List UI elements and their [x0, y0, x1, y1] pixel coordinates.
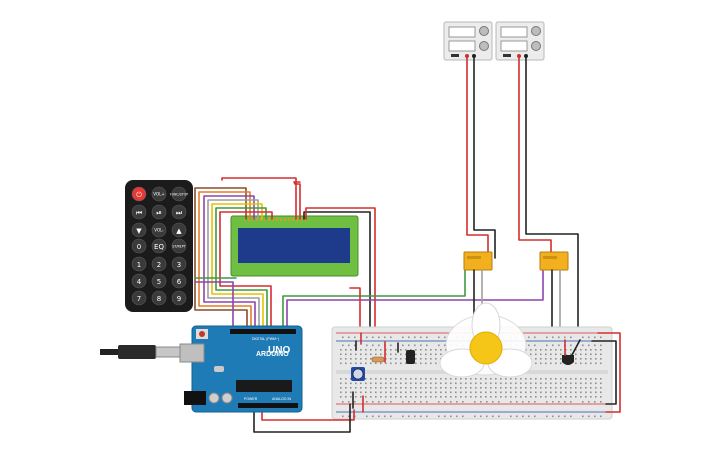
remote-button-prev[interactable]: ⏮ [131, 204, 147, 220]
ir-wires [194, 277, 237, 329]
relay-right[interactable] [539, 251, 569, 271]
remote-button-down[interactable]: ▼ [131, 222, 147, 238]
remote-button-power[interactable]: ⏻ [131, 186, 147, 202]
remote-button-label: ⏮ [136, 209, 142, 217]
ir-receiver[interactable] [406, 350, 415, 364]
lcd-pin[interactable] [276, 218, 278, 221]
transistor[interactable] [562, 355, 574, 365]
remote-button-label: 7 [137, 295, 141, 303]
remote-button-label: ▼ [136, 227, 142, 235]
resistor[interactable] [371, 356, 385, 363]
light-bulb[interactable] [439, 302, 533, 378]
lcd-pin[interactable] [284, 218, 286, 221]
lcd-pin[interactable] [280, 218, 282, 221]
remote-button-label: 0 [137, 243, 141, 251]
lcd-pin[interactable] [304, 218, 306, 221]
remote-button-label: FUNC/STOP [170, 193, 188, 197]
remote-button-6[interactable]: 6 [171, 273, 187, 289]
supply-wires [466, 56, 579, 331]
remote-button-1[interactable]: 1 [131, 256, 147, 272]
arduino-power-label: POWER [244, 397, 258, 401]
remote-button-2[interactable]: 2 [151, 256, 167, 272]
arduino-digital-label: DIGITAL (PWM~) [252, 337, 279, 341]
lcd-pin[interactable] [296, 218, 298, 221]
remote-button-0[interactable]: 0 [131, 238, 147, 254]
remote-button-label: ⏯ [156, 209, 162, 217]
arduino-uno-board[interactable]: ARDUINO UNO DIGITAL (PWM~) POWER ANALOG … [179, 325, 303, 413]
remote-button-up[interactable]: ▲ [171, 222, 187, 238]
remote-button-4[interactable]: 4 [131, 273, 147, 289]
lcd-wires [194, 177, 376, 331]
remote-button-5[interactable]: 5 [151, 273, 167, 289]
lcd-pin[interactable] [256, 218, 258, 221]
remote-button-label: 4 [137, 278, 142, 286]
lcd-pin[interactable] [252, 218, 254, 221]
ir-remote[interactable]: ⏻ VOL+ FUNC/STOP ⏮ ⏯ ⏭ ▼ VOL- ▲ 0 EQ ST/REPT 1 2 3 4 5 6 7… [125, 180, 193, 312]
relay-left[interactable] [463, 251, 493, 271]
remote-button-8[interactable]: 8 [151, 290, 167, 306]
remote-button-st-rept[interactable]: ST/REPT [171, 238, 187, 254]
remote-button-label: ⏭ [176, 209, 183, 217]
remote-button-label: ▲ [176, 227, 182, 235]
potentiometer[interactable] [351, 367, 365, 381]
remote-button-label: 9 [177, 295, 181, 303]
power-supply-right[interactable] [495, 21, 545, 61]
arduino-brand-label: ARDUINO [256, 351, 289, 358]
lcd-pin[interactable] [248, 218, 250, 221]
lcd-pin[interactable] [300, 218, 302, 221]
remote-button-next[interactable]: ⏭ [171, 204, 187, 220]
remote-button-play-pause[interactable]: ⏯ [151, 204, 167, 220]
remote-button-label: ⏻ [136, 191, 142, 199]
power-supply-left[interactable] [443, 21, 493, 61]
lcd-display[interactable] [230, 215, 359, 277]
breadboard-wires [253, 332, 621, 433]
arduino-model-label: UNO [268, 345, 290, 356]
remote-button-label: 5 [157, 278, 161, 286]
remote-button-label: 1 [137, 261, 141, 269]
arduino-analog-label: ANALOG IN [272, 397, 292, 401]
lcd-pin[interactable] [292, 218, 294, 221]
remote-button-vol-down[interactable]: VOL- [151, 222, 167, 238]
remote-button-func-stop[interactable]: FUNC/STOP [170, 186, 188, 202]
lcd-pin[interactable] [268, 218, 270, 221]
remote-button-label: 8 [157, 295, 161, 303]
remote-button-3[interactable]: 3 [171, 256, 187, 272]
lcd-pin[interactable] [272, 218, 274, 221]
remote-button-eq[interactable]: EQ [151, 238, 167, 254]
remote-button-label: ST/REPT [172, 245, 185, 249]
remote-button-label: 3 [177, 261, 181, 269]
relay-control-wires [282, 261, 544, 331]
lcd-pin[interactable] [264, 218, 266, 221]
remote-button-vol-up[interactable]: VOL+ [151, 186, 167, 202]
remote-button-label: 6 [177, 278, 182, 286]
remote-button-7[interactable]: 7 [131, 290, 147, 306]
remote-button-label: VOL- [154, 228, 164, 233]
remote-button-label: VOL+ [153, 192, 164, 197]
remote-button-label: EQ [154, 243, 164, 251]
lcd-pin[interactable] [288, 218, 290, 221]
remote-button-label: 2 [157, 261, 161, 269]
lcd-pin[interactable] [260, 218, 262, 221]
remote-button-9[interactable]: 9 [171, 290, 187, 306]
usb-cable [100, 345, 181, 359]
lcd-pin[interactable] [244, 218, 246, 221]
